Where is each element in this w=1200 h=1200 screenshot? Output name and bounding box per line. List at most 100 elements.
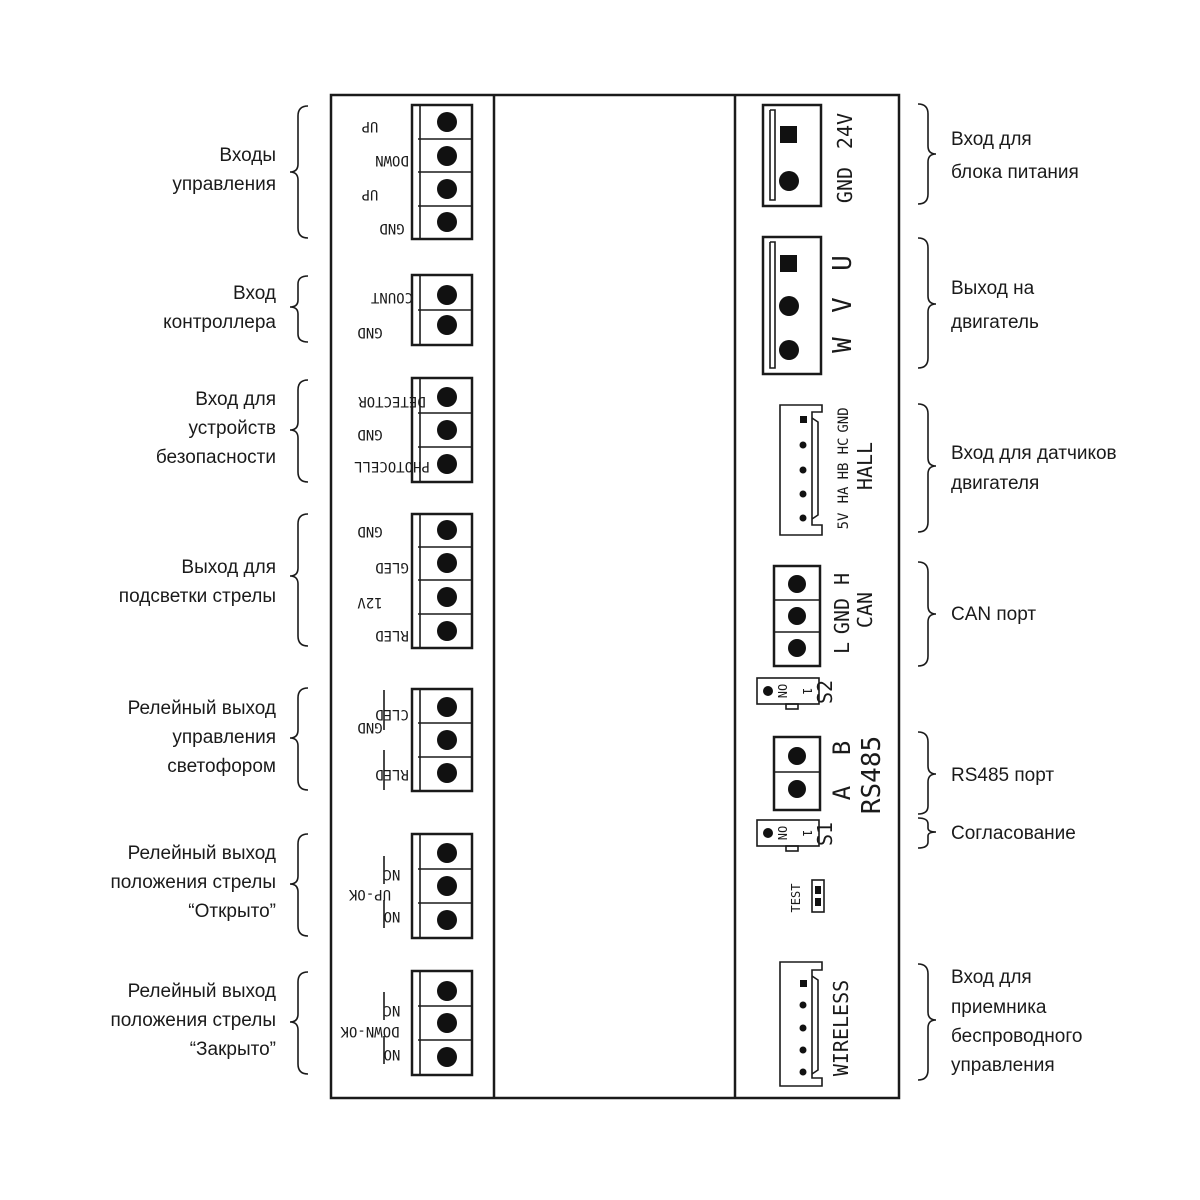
caption-line: Выход на xyxy=(951,278,1035,299)
pin-label-gnd: GND xyxy=(357,523,382,539)
caption-line: Релейный выход xyxy=(128,981,276,1002)
brace xyxy=(289,379,309,483)
pin-label-gnd: GND xyxy=(357,426,382,442)
caption-line: устройств xyxy=(188,418,276,439)
terminal-pin xyxy=(437,315,457,335)
caption-motor-output: Выход на двигатель xyxy=(951,278,1039,333)
pin-label-w: W xyxy=(828,337,858,353)
switch-one-label: 1 xyxy=(800,829,814,836)
switch-one-label: 1 xyxy=(800,687,814,694)
pin-label-gnd: GND xyxy=(379,220,404,236)
caption-line: “Закрыто” xyxy=(190,1039,276,1060)
pin-labels-hall: 5V HA HB HC GND HALL xyxy=(836,407,877,529)
brace xyxy=(289,833,309,937)
caption-line: CAN порт xyxy=(951,604,1036,625)
pin-label-can: CAN xyxy=(853,592,877,628)
caption-line: светофором xyxy=(167,756,276,777)
caption-line: положения стрелы xyxy=(111,872,277,893)
pin-label-b: B xyxy=(828,741,856,755)
terminal-block-controller-input xyxy=(410,273,474,347)
terminal-pin xyxy=(437,763,457,783)
pin-label-u: U xyxy=(828,255,858,271)
caption-line: Выход для xyxy=(181,557,276,578)
terminal-pin xyxy=(437,1047,457,1067)
test-jumper[interactable]: TEST xyxy=(789,879,825,913)
terminal-pin xyxy=(437,112,457,132)
caption-line: двигателя xyxy=(951,473,1039,494)
pin-label-up-ok: UP-OK xyxy=(348,886,391,902)
pin-labels-controller-input: COUNT GND xyxy=(357,289,413,340)
caption-line: подсветки стрелы xyxy=(119,586,276,607)
caption-termination: Согласование xyxy=(951,823,1076,844)
brace xyxy=(917,103,937,205)
terminal-pin xyxy=(779,340,799,360)
caption-line: приемника xyxy=(951,997,1047,1018)
pin-label-gnd: GND xyxy=(833,167,857,203)
pin-label-wireless: WIRELESS xyxy=(829,980,853,1076)
caption-line: “Открыто” xyxy=(188,901,276,922)
pin-label-rled: RLED xyxy=(375,627,409,643)
caption-line: Вход для датчиков xyxy=(951,443,1117,464)
terminal-pin xyxy=(437,843,457,863)
terminal-block-boom-closed xyxy=(410,969,474,1077)
terminal-pin xyxy=(437,387,457,407)
switch-s2-label: S2 xyxy=(813,680,837,704)
pin-label-count: COUNT xyxy=(370,289,413,305)
terminal-pin xyxy=(788,639,806,657)
pin-label-gled: GLED xyxy=(375,559,409,575)
terminal-pin xyxy=(437,454,457,474)
terminal-pin xyxy=(437,146,457,166)
pin-label-gnd: GND xyxy=(830,598,854,634)
terminal-block-boom-open xyxy=(410,832,474,940)
pin-square xyxy=(780,126,797,143)
pin-label-detector: DETECTOR xyxy=(358,393,426,409)
connector-hall xyxy=(779,404,823,536)
dip-switch-s1[interactable]: ON 1 S1 xyxy=(756,819,837,852)
caption-traffic-light: Релейный выход управления светофором xyxy=(128,698,276,777)
caption-line: безопасности xyxy=(156,447,276,468)
terminal-pin xyxy=(788,607,806,625)
pin-label-12v: 12V xyxy=(357,594,383,610)
right-braces xyxy=(917,103,937,1081)
pin-label-a: A xyxy=(828,785,856,800)
caption-line: управления xyxy=(172,174,276,195)
pin-label-down: DOWN xyxy=(375,152,409,168)
brace xyxy=(289,275,309,343)
caption-line: управления xyxy=(172,727,276,748)
terminal-pin xyxy=(799,1046,807,1054)
pin-label-photocell: PHOTOCELL xyxy=(354,458,430,474)
test-label: TEST xyxy=(789,884,803,913)
terminal-pin xyxy=(437,910,457,930)
caption-line: Релейный выход xyxy=(128,843,276,864)
pin-label-down-ok: DOWN-OK xyxy=(340,1023,400,1039)
pin-label-gnd: GND xyxy=(357,324,382,340)
caption-boom-closed: Релейный выход положения стрелы “Закрыто… xyxy=(111,981,277,1060)
pin-labels-boom-light: GND GLED 12V RLED xyxy=(357,523,409,643)
terminal-pin xyxy=(779,171,799,191)
pin-label-no: NO xyxy=(384,908,401,924)
pin-labels-motor: W V U xyxy=(828,255,858,353)
terminal-pin xyxy=(437,520,457,540)
terminal-pin xyxy=(788,747,806,765)
connector-power xyxy=(761,103,823,208)
terminal-pin xyxy=(799,490,807,498)
caption-safety-devices: Вход для устройств безопасности xyxy=(156,389,276,468)
terminal-pin xyxy=(779,296,799,316)
caption-line: Вход для xyxy=(951,967,1032,988)
caption-boom-open: Релейный выход положения стрелы “Открыто… xyxy=(111,843,277,922)
pin-label-no: NO xyxy=(384,1046,401,1062)
dip-switch-s2[interactable]: ON 1 S2 xyxy=(756,677,837,710)
pin-label-up: UP xyxy=(362,186,379,202)
brace xyxy=(917,817,937,849)
pin-labels-rs485: A B RS485 xyxy=(828,736,887,814)
terminal-pin xyxy=(437,553,457,573)
terminal-pin xyxy=(437,730,457,750)
pin-square xyxy=(800,980,807,987)
caption-controller-input: Вход контроллера xyxy=(163,283,276,333)
brace xyxy=(289,513,309,647)
switch-on-label: ON xyxy=(775,684,789,698)
terminal-pin xyxy=(437,212,457,232)
brace xyxy=(289,687,309,791)
caption-line: беспроводного xyxy=(951,1026,1082,1047)
caption-line: положения стрелы xyxy=(111,1010,277,1031)
